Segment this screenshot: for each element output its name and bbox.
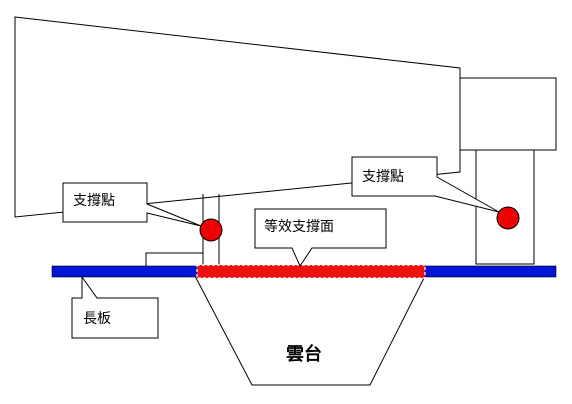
label-pan-tilt: 雲台 <box>286 343 322 365</box>
equivalent-support-surface <box>196 264 426 279</box>
callout-long-plate: 長板 <box>71 275 159 339</box>
label-support-point-right: 支撐點 <box>362 169 404 185</box>
pan-tilt-head <box>194 275 426 386</box>
label-support-point-left: 支撐點 <box>73 193 115 209</box>
top-block <box>459 77 557 151</box>
bracket <box>145 252 203 266</box>
callout-equivalent-support-surface: 等效支撐面 <box>254 208 387 268</box>
label-equivalent-support-surface: 等效支撐面 <box>264 218 334 235</box>
callout-support-point-right: 支撐點 <box>351 156 500 213</box>
camera-body <box>14 16 461 218</box>
support-point-right-dot <box>496 206 520 230</box>
callout-support-point-left: 支撐點 <box>62 182 202 227</box>
support-point-left-dot <box>199 218 223 242</box>
label-long-plate: 長板 <box>83 311 111 327</box>
